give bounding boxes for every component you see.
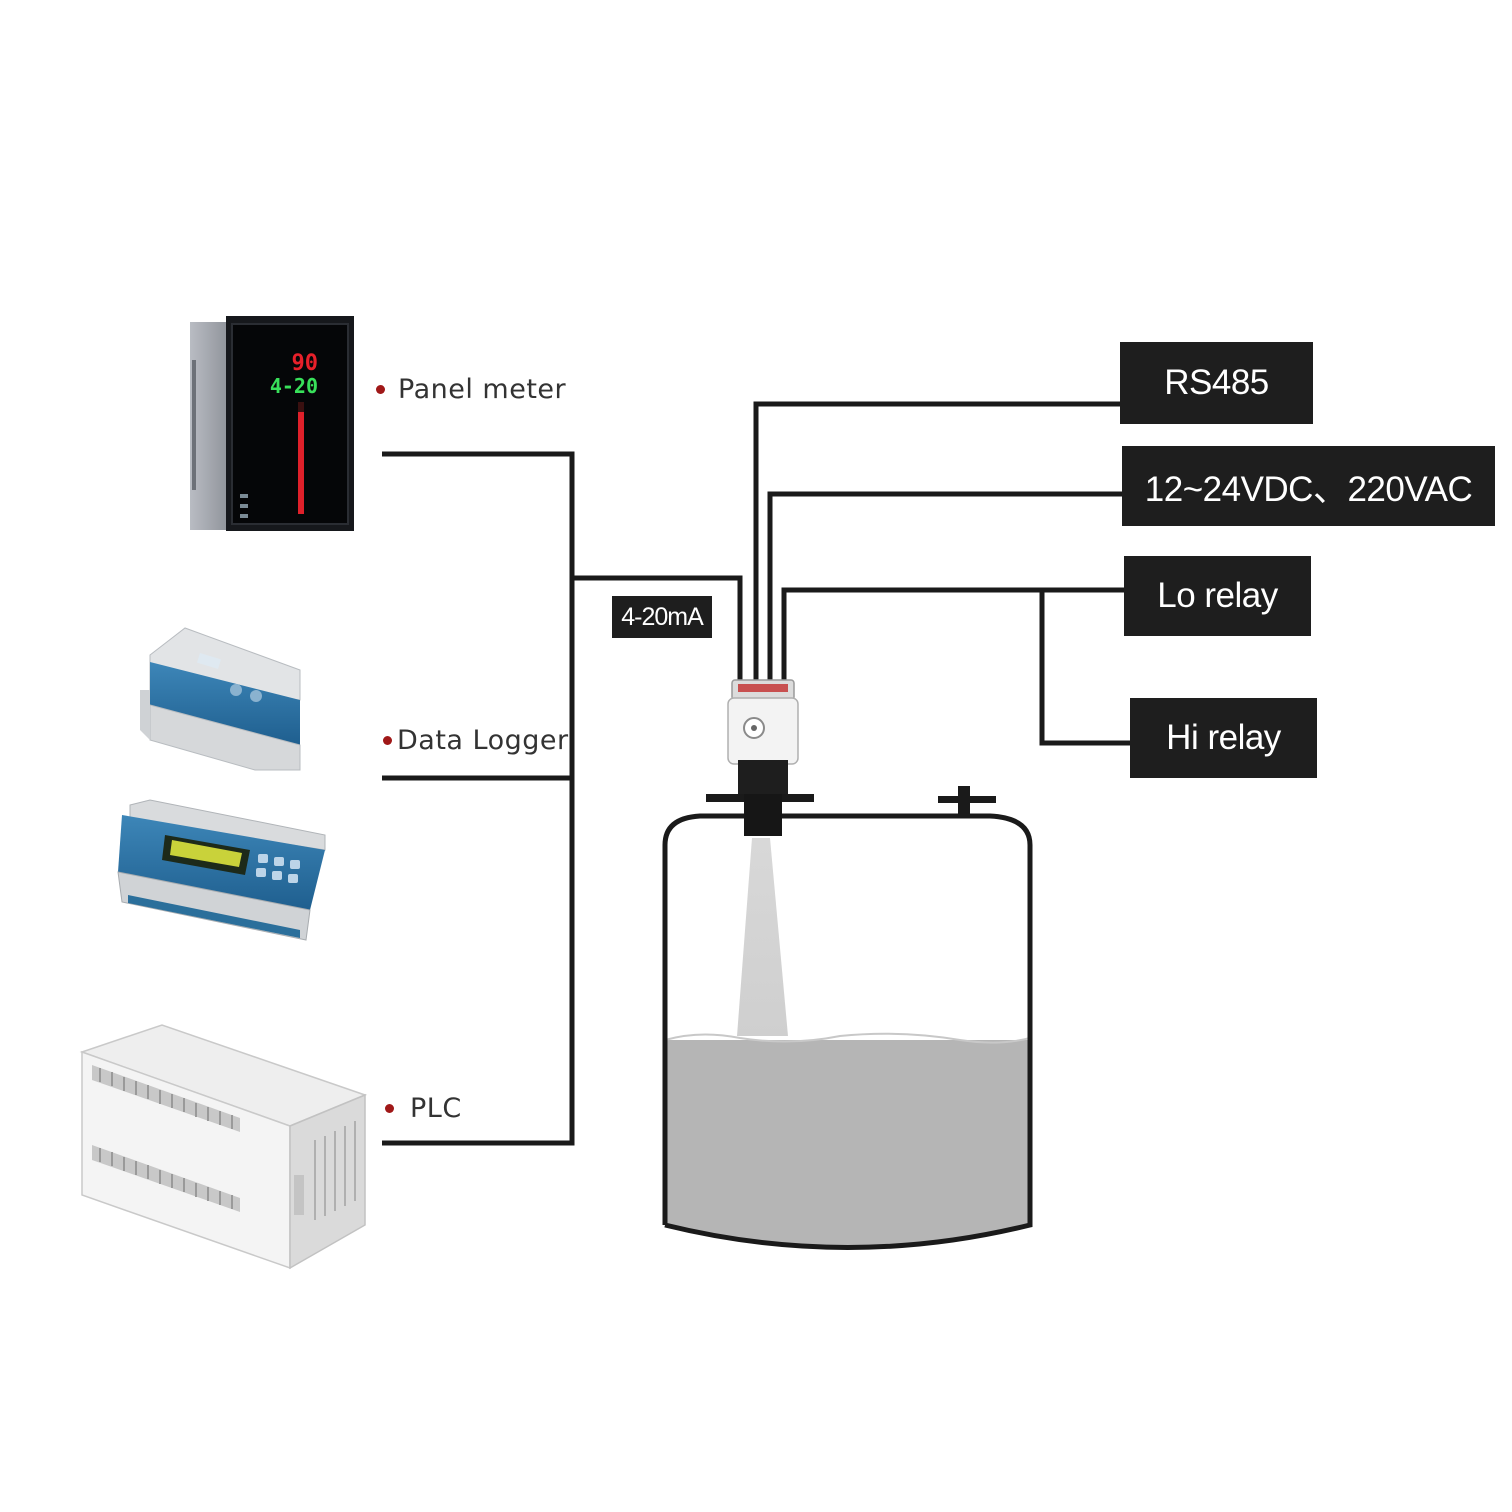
data-logger-label: Data Logger [397,725,569,756]
tank-outline [662,813,1033,1250]
panel-meter-display-bottom: 4-20 [270,374,318,398]
rs485-box: RS485 [1120,342,1313,424]
panel-meter-image: 90 4-20 [190,316,354,531]
wire-panel-plc [382,451,575,1146]
tank-liquid [665,1040,1030,1248]
wire-power [767,491,1122,685]
plc-label: PLC [410,1093,462,1124]
tank [662,786,1033,1250]
ultrasonic-beam [737,838,788,1036]
panel-meter-side [190,322,230,530]
plc-image [79,1024,368,1270]
wire-4-20ma [572,575,743,685]
wire-rs485 [753,401,1120,685]
panel-meter-label: Panel meter [398,374,567,405]
data-logger-image-2 [117,799,326,941]
power-supply-box: 12~24VDC、220VAC [1122,446,1495,526]
data-logger-image-1 [140,627,301,771]
panel-meter-bullet [376,385,385,394]
panel-meter-bargraph [298,412,304,514]
wire-hi-relay [1039,590,1130,746]
output-wiring [753,401,1130,746]
data-logger-bullet [383,736,392,745]
hi-relay-box: Hi relay [1130,698,1317,778]
signal-wiring [382,451,743,1146]
signal-4-20ma-label: 4-20mA [612,596,712,638]
ultrasonic-level-sensor [727,679,799,836]
wire-lo-relay [781,587,1124,685]
lo-relay-box: Lo relay [1124,556,1311,636]
panel-meter-display-top: 90 [292,351,319,376]
plc-bullet [385,1104,394,1113]
